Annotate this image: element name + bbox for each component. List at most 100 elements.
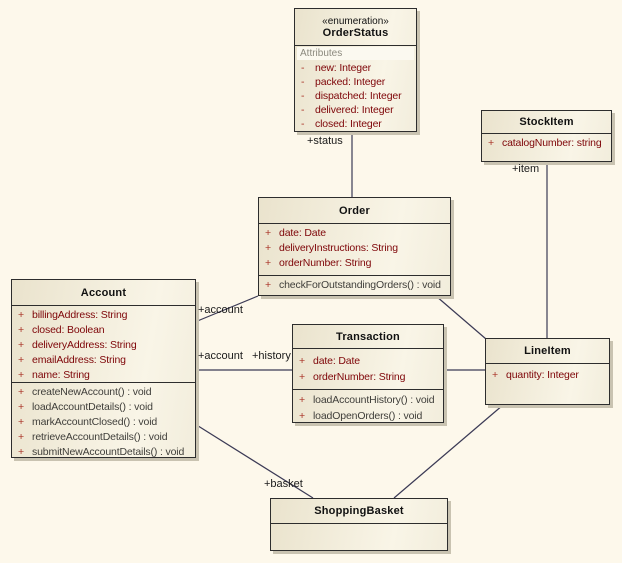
class-header: Order: [259, 198, 450, 224]
visibility-marker: +: [18, 324, 25, 336]
class-box-lineitem[interactable]: LineItem + quantity: Integer: [485, 338, 610, 405]
visibility-marker: -: [301, 76, 305, 88]
attribute-row: +catalogNumber: string: [482, 136, 611, 151]
connector-account-order[interactable]: [194, 295, 259, 323]
visibility-marker: +: [18, 416, 25, 428]
class-box-order[interactable]: Order + date: Date + deliveryInstructions:…: [258, 197, 451, 296]
class-name: Order: [339, 204, 370, 217]
attribute-text: deliveryInstructions: String: [279, 242, 398, 254]
attributes-compartment: + quantity: Integer: [486, 364, 609, 405]
attribute-text: deliveryAddress: String: [32, 339, 137, 351]
class-box-shoppingbasket[interactable]: ShoppingBasket: [270, 498, 448, 551]
role-label-history: +history: [252, 350, 291, 362]
operation-row: + retrieveAccountDetails() : void: [12, 430, 195, 445]
visibility-marker: +: [492, 369, 499, 381]
attribute-text: quantity: Integer: [506, 369, 579, 381]
class-name: Account: [80, 286, 127, 299]
visibility-marker: +: [18, 339, 25, 351]
visibility-marker: +: [18, 309, 25, 321]
empty-compartment: [271, 524, 447, 551]
operation-row: + loadAccountHistory() : void: [293, 392, 443, 408]
class-box-transaction[interactable]: Transaction +date: Date +orderNumber: St…: [292, 324, 444, 423]
attributes-section-label: Attributes: [297, 47, 414, 60]
visibility-marker: +: [299, 371, 306, 383]
attribute-row: + orderNumber: String: [259, 256, 450, 271]
visibility-marker: +: [299, 410, 306, 422]
attribute-text: closed: Integer: [315, 118, 382, 130]
class-name: OrderStatus: [322, 26, 389, 39]
attributes-compartment: + date: Date + deliveryInstructions: Strin…: [259, 224, 450, 275]
role-label-account-order: +account: [198, 304, 243, 316]
attribute-row: + billingAddress: String: [12, 308, 195, 323]
class-box-orderstatus[interactable]: «enumeration» OrderStatus Attributes -ne…: [294, 8, 417, 132]
visibility-marker: +: [18, 354, 25, 366]
attribute-row: -closed: Integer: [295, 117, 416, 131]
operation-text: loadOpenOrders() : void: [313, 410, 423, 422]
visibility-marker: +: [265, 227, 272, 239]
class-header: ShoppingBasket: [271, 499, 447, 524]
visibility-marker: +: [299, 394, 306, 406]
attribute-row: +date: Date: [293, 353, 443, 369]
attribute-row: -packed: Integer: [295, 75, 416, 89]
visibility-marker: +: [265, 279, 272, 291]
visibility-marker: +: [265, 242, 272, 254]
visibility-marker: -: [301, 90, 305, 102]
operation-text: retrieveAccountDetails() : void: [32, 431, 168, 443]
class-name: ShoppingBasket: [314, 505, 404, 517]
connector-lineitem-shoppingbasket[interactable]: [393, 404, 504, 499]
attribute-text: orderNumber: String: [313, 371, 406, 383]
class-name: StockItem: [519, 116, 574, 128]
operations-compartment: + createNewAccount() : void + loadAccountD…: [12, 382, 195, 459]
role-label-basket: +basket: [264, 478, 303, 490]
connector-order-lineitem[interactable]: [435, 295, 487, 340]
attribute-text: orderNumber: String: [279, 257, 372, 269]
attribute-row: +name: String: [12, 368, 195, 383]
attributes-compartment: +catalogNumber: string: [482, 134, 611, 162]
attribute-text: catalogNumber: string: [502, 137, 602, 149]
attribute-text: date: Date: [313, 355, 360, 367]
operations-compartment: + loadAccountHistory() : void + loadOpenOr…: [293, 389, 443, 424]
class-box-account[interactable]: Account + billingAddress: String +closed:…: [11, 279, 196, 458]
class-header: «enumeration» OrderStatus: [295, 9, 416, 46]
class-header: StockItem: [482, 111, 611, 134]
attribute-text: dispatched: Integer: [315, 90, 402, 102]
operations-compartment: +checkForOutstandingOrders() : void: [259, 275, 450, 297]
visibility-marker: +: [18, 369, 25, 381]
attribute-text: new: Integer: [315, 62, 371, 74]
operation-text: submitNewAccountDetails() : void: [32, 446, 185, 458]
visibility-marker: -: [301, 118, 305, 130]
attribute-text: packed: Integer: [315, 76, 386, 88]
attribute-text: billingAddress: String: [32, 309, 128, 321]
operation-text: loadAccountHistory() : void: [313, 394, 435, 406]
operation-text: markAccountClosed() : void: [32, 416, 158, 428]
visibility-marker: +: [265, 257, 272, 269]
visibility-marker: +: [18, 401, 25, 413]
stereotype-label: «enumeration»: [322, 15, 389, 27]
attribute-text: emailAddress: String: [32, 354, 126, 366]
attribute-row: + date: Date: [259, 226, 450, 241]
visibility-marker: +: [18, 431, 25, 443]
role-label-account-transaction: +account: [198, 350, 243, 362]
attribute-row: + deliveryAddress: String: [12, 338, 195, 353]
class-header: Transaction: [293, 325, 443, 349]
role-label-item: +item: [512, 163, 540, 175]
operation-text: createNewAccount() : void: [32, 386, 152, 398]
class-header: LineItem: [486, 339, 609, 364]
attribute-row: -new: Integer: [295, 61, 416, 75]
connector-account-shoppingbasket[interactable]: [194, 423, 314, 499]
class-name: Transaction: [336, 330, 400, 343]
attribute-row: + orderNumber: String: [293, 369, 443, 385]
attribute-row: + deliveryInstructions: String: [259, 241, 450, 256]
class-box-stockitem[interactable]: StockItem +catalogNumber: string: [481, 110, 612, 162]
attributes-compartment: Attributes -new: Integer -packed: Intege…: [295, 47, 416, 133]
attribute-text: delivered: Integer: [315, 104, 394, 116]
operation-row: +submitNewAccountDetails() : void: [12, 445, 195, 460]
attribute-row: + emailAddress: String: [12, 353, 195, 368]
role-label-status: +status: [307, 135, 343, 147]
attribute-text: date: Date: [279, 227, 326, 239]
operation-text: loadAccountDetails() : void: [32, 401, 153, 413]
attribute-row: +closed: Boolean: [12, 323, 195, 338]
attribute-row: -delivered: Integer: [295, 103, 416, 117]
